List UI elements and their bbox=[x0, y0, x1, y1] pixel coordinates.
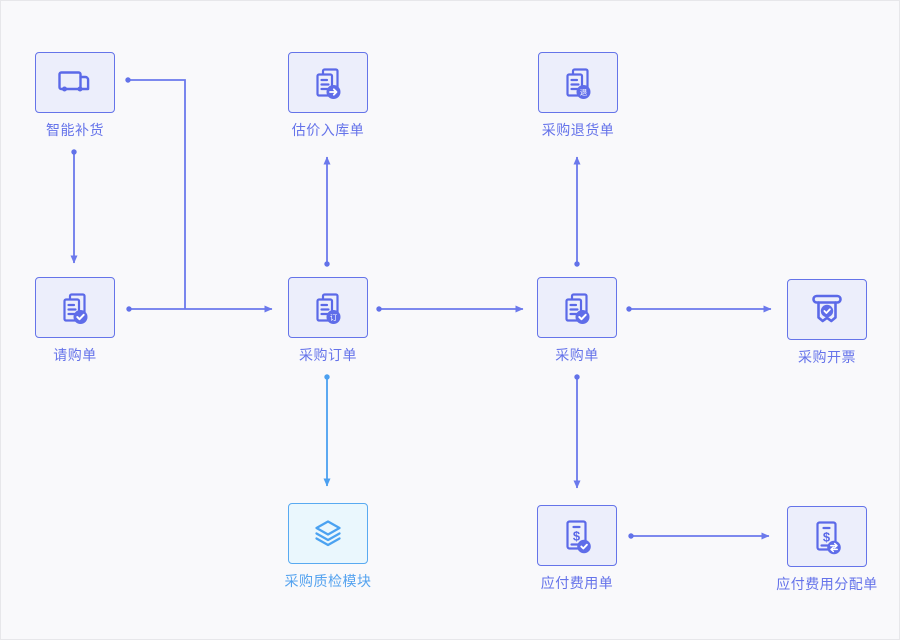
purchase-invoicing-card[interactable] bbox=[787, 279, 867, 340]
purchase-return-card[interactable]: 退 bbox=[538, 52, 618, 113]
node-payable-expense: $ 应付费用单 bbox=[537, 505, 617, 591]
node-qc-module: 采购质检模块 bbox=[285, 503, 371, 589]
svg-text:$: $ bbox=[823, 529, 831, 544]
bill-allocate-icon: $ bbox=[816, 520, 841, 554]
connector-replenish-elbow bbox=[128, 79, 186, 309]
node-label: 采购开票 bbox=[798, 349, 856, 365]
invoice-icon bbox=[812, 294, 842, 322]
node-label: 应付费用单 bbox=[540, 575, 614, 591]
document-order-icon: 订 bbox=[316, 292, 341, 324]
document-check-icon bbox=[63, 292, 88, 324]
node-purchase-invoicing: 采购开票 bbox=[787, 279, 867, 365]
node-label: 请购单 bbox=[53, 347, 97, 363]
node-label: 应付费用分配单 bbox=[776, 576, 878, 592]
document-check-icon bbox=[565, 292, 590, 324]
document-return-icon: 退 bbox=[566, 67, 591, 99]
estimated-receipt-card[interactable] bbox=[288, 52, 368, 113]
node-smart-replenishment: 智能补货 bbox=[35, 52, 115, 138]
smart-replenishment-card[interactable] bbox=[35, 52, 115, 113]
node-label: 智能补货 bbox=[46, 122, 104, 138]
node-label: 采购质检模块 bbox=[284, 573, 372, 589]
node-label: 采购单 bbox=[555, 347, 599, 363]
svg-text:$: $ bbox=[573, 528, 581, 543]
requisition-card[interactable] bbox=[35, 277, 115, 338]
badge-glyph: 退 bbox=[580, 87, 588, 96]
node-estimated-receipt: 估价入库单 bbox=[288, 52, 368, 138]
node-purchase-order: 订 采购订单 bbox=[288, 277, 368, 363]
bill-check-icon: $ bbox=[566, 519, 591, 553]
truck-icon bbox=[58, 70, 90, 91]
node-payable-allocation: $ 应付费用分配单 bbox=[776, 506, 877, 592]
document-arrow-icon bbox=[316, 67, 341, 99]
purple-connectors bbox=[70, 79, 772, 540]
purchase-order-card[interactable]: 订 bbox=[288, 277, 368, 338]
badge-glyph: 订 bbox=[330, 311, 338, 321]
connector-dot-qc bbox=[324, 374, 330, 380]
node-purchase-return: 退 采购退货单 bbox=[538, 52, 618, 138]
qc-module-card[interactable] bbox=[288, 503, 368, 564]
node-label: 估价入库单 bbox=[291, 122, 365, 138]
node-label: 采购退货单 bbox=[541, 122, 615, 138]
node-requisition: 请购单 bbox=[35, 277, 115, 363]
layers-icon bbox=[315, 519, 341, 546]
purchase-card[interactable] bbox=[537, 277, 617, 338]
node-label: 采购订单 bbox=[299, 347, 357, 363]
payable-allocation-card[interactable]: $ bbox=[787, 506, 867, 567]
payable-expense-card[interactable]: $ bbox=[537, 505, 617, 566]
node-purchase: 采购单 bbox=[537, 277, 617, 363]
swap-arrows-glyph bbox=[830, 542, 838, 552]
